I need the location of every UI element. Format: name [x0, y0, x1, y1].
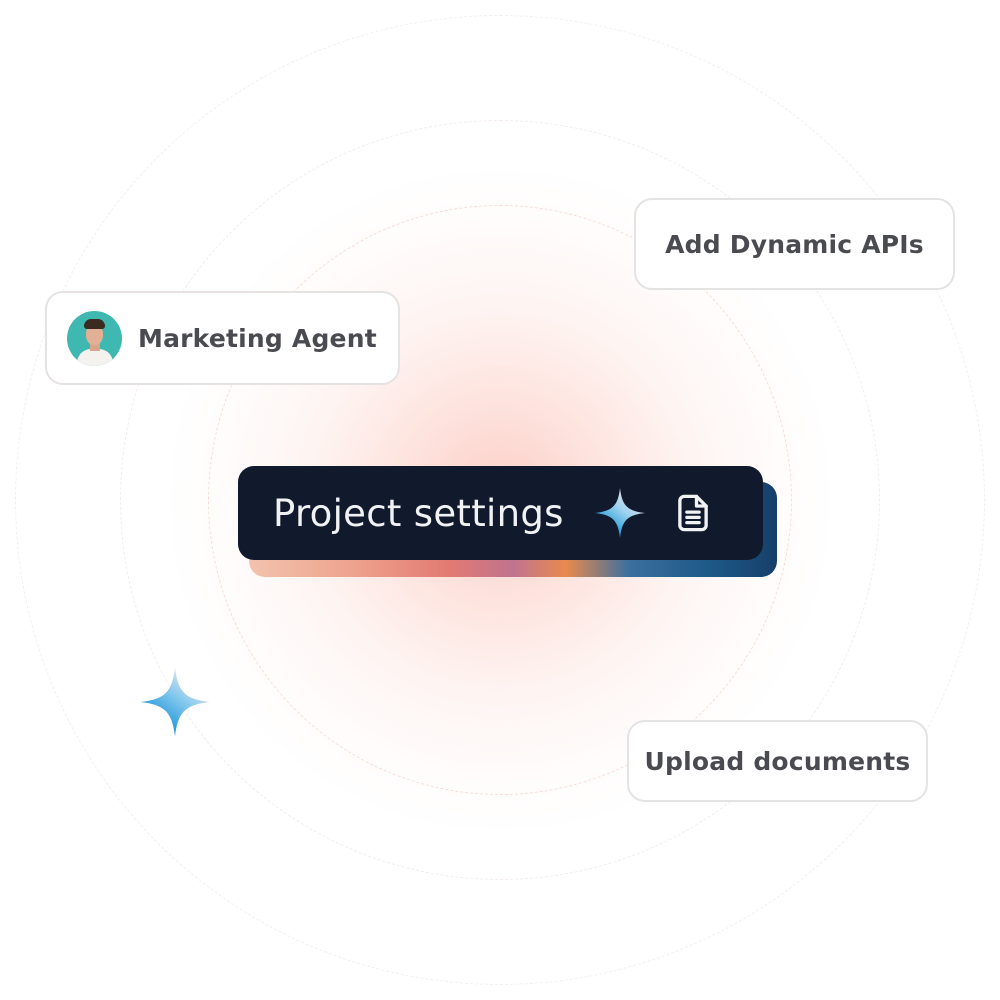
- add-dynamic-apis-chip[interactable]: Add Dynamic APIs: [634, 198, 955, 290]
- project-settings-button[interactable]: Project settings: [238, 466, 763, 560]
- sparkle-icon: [140, 667, 210, 737]
- avatar-hair: [84, 318, 105, 329]
- document-icon: [677, 494, 708, 532]
- upload-documents-label: Upload documents: [644, 746, 911, 776]
- orbit-ring-middle: [120, 120, 880, 880]
- orbit-ring-inner: [208, 205, 792, 795]
- orbit-ring-outer: [15, 15, 985, 985]
- project-settings-label: Project settings: [273, 491, 564, 535]
- marketing-agent-chip[interactable]: Marketing Agent: [45, 291, 400, 385]
- avatar-neck: [90, 340, 100, 351]
- sparkle-icon: [594, 488, 645, 538]
- avatar-shirt: [77, 348, 113, 366]
- marketing-agent-label: Marketing Agent: [138, 323, 377, 353]
- upload-documents-chip[interactable]: Upload documents: [627, 720, 928, 802]
- add-dynamic-apis-label: Add Dynamic APIs: [665, 229, 924, 259]
- avatar-face: [86, 323, 103, 345]
- avatar: [67, 310, 122, 366]
